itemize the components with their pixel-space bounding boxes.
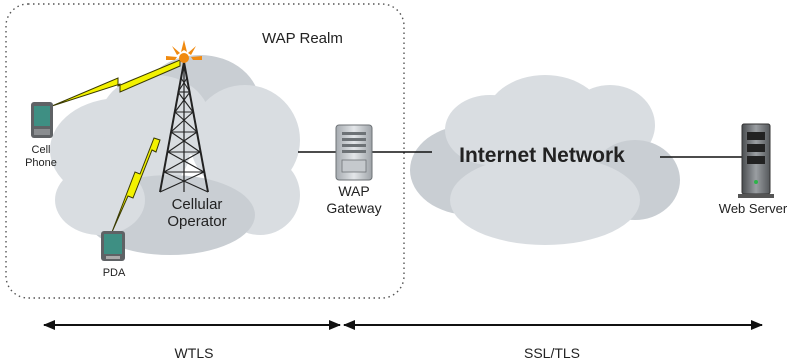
gateway-label-line1: WAP [338, 183, 369, 199]
cell-phone-label-line2: Phone [25, 157, 57, 169]
lightning-bolt-phone [51, 59, 181, 107]
cell-phone-label-line1: Cell [32, 144, 51, 156]
web-server-label: Web Server [719, 201, 788, 216]
gateway-label-line2: Gateway [326, 200, 381, 216]
wap-gateway-icon [335, 124, 373, 181]
internet-cloud [410, 75, 680, 245]
web-server-icon [738, 123, 774, 198]
tower-beacon-icon [166, 40, 202, 63]
ssl-label: SSL/TLS [524, 345, 580, 361]
pda-icon [101, 231, 125, 261]
wtls-label: WTLS [175, 345, 214, 361]
wap-realm-boundary [5, 3, 405, 299]
realm-label: WAP Realm [262, 30, 343, 47]
operator-label-line1: Cellular [172, 196, 223, 213]
cell-phone-icon [31, 102, 53, 138]
pda-label: PDA [103, 267, 126, 279]
cell-tower-icon [159, 40, 209, 193]
operator-label-line2: Operator [167, 213, 226, 230]
internet-label: Internet Network [459, 144, 625, 167]
lightning-bolt-pda [111, 137, 161, 233]
